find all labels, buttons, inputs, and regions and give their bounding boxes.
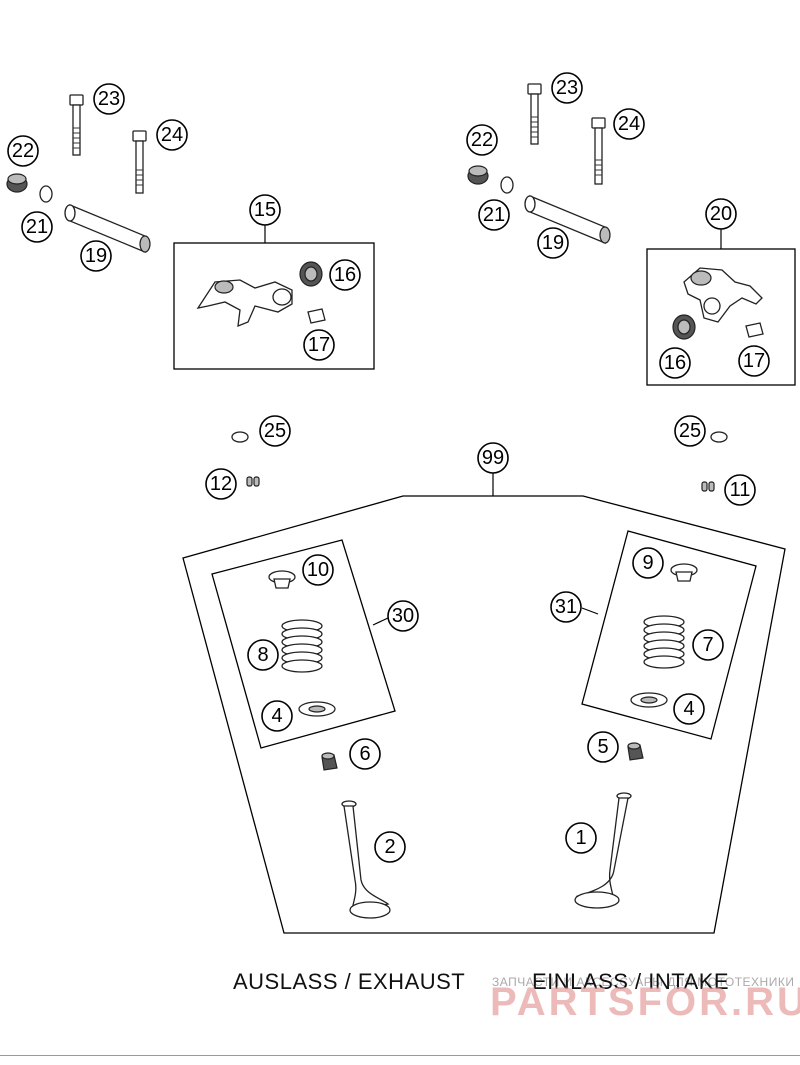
callout-7: 7 <box>692 629 724 661</box>
callout-19-left: 19 <box>80 240 112 272</box>
callout-12: 12 <box>205 468 237 500</box>
keepers-11 <box>701 481 715 492</box>
callout-4-left: 4 <box>261 700 293 732</box>
valve-seal-5 <box>627 742 644 761</box>
svg-text:21: 21 <box>483 204 505 226</box>
callout-24-right: 24 <box>613 108 645 140</box>
svg-text:24: 24 <box>618 113 640 135</box>
callout-23-right: 23 <box>551 72 583 104</box>
svg-text:22: 22 <box>12 140 34 162</box>
callout-25-right: 25 <box>674 415 706 447</box>
bottom-rule <box>0 1055 800 1056</box>
svg-text:15: 15 <box>254 199 276 221</box>
svg-text:1: 1 <box>575 827 586 849</box>
svg-text:23: 23 <box>556 77 578 99</box>
callout-17-left: 17 <box>303 329 335 361</box>
valve-kit-frame-99 <box>182 473 786 934</box>
svg-text:16: 16 <box>334 264 356 286</box>
callout-4-right: 4 <box>673 693 705 725</box>
svg-text:17: 17 <box>308 334 330 356</box>
svg-text:10: 10 <box>307 559 329 581</box>
plug-22-right <box>467 165 489 185</box>
svg-text:11: 11 <box>730 479 751 501</box>
callout-16-left: 16 <box>329 259 361 291</box>
svg-text:30: 30 <box>392 605 414 627</box>
intake-label: EINLASS / INTAKE <box>532 969 729 994</box>
callout-31: 31 <box>550 591 582 623</box>
spring-set-box-31 <box>581 530 757 740</box>
plug-22-left <box>6 173 28 193</box>
svg-text:4: 4 <box>683 698 694 720</box>
bolt-23-left <box>69 94 84 156</box>
svg-text:20: 20 <box>710 203 732 225</box>
svg-text:4: 4 <box>271 705 282 727</box>
watermark-tagline: ЗАПЧАСТИ И АКСЕССУАРЫ ДЛЯ МОТОТЕХНИКИ <box>492 975 794 989</box>
callout-22-left: 22 <box>7 135 39 167</box>
callout-22-right: 22 <box>466 124 498 156</box>
svg-text:6: 6 <box>359 743 370 765</box>
svg-text:31: 31 <box>555 596 577 618</box>
callout-10: 10 <box>302 554 334 586</box>
svg-text:25: 25 <box>264 420 286 442</box>
callout-8: 8 <box>247 639 279 671</box>
shim-25-left <box>231 431 249 443</box>
svg-text:19: 19 <box>85 245 107 267</box>
callout-30: 30 <box>387 600 419 632</box>
callout-19-right: 19 <box>537 227 569 259</box>
svg-text:9: 9 <box>642 552 653 574</box>
callout-23-left: 23 <box>93 83 125 115</box>
callout-1: 1 <box>565 822 597 854</box>
intake-valve-1 <box>574 792 632 909</box>
rocker-shaft-19-right <box>524 195 611 244</box>
svg-text:19: 19 <box>542 232 564 254</box>
callout-5: 5 <box>587 731 619 763</box>
rocker-shaft-19-left <box>64 204 151 253</box>
callout-15: 15 <box>249 194 281 226</box>
bolt-24-left <box>132 130 147 194</box>
svg-text:24: 24 <box>161 124 183 146</box>
callout-2: 2 <box>374 831 406 863</box>
svg-text:22: 22 <box>471 129 493 151</box>
callout-24-left: 24 <box>156 119 188 151</box>
exhaust-label: AUSLASS / EXHAUST <box>233 969 465 994</box>
svg-text:21: 21 <box>26 216 48 238</box>
o-ring-21-right <box>500 176 514 194</box>
callout-17-right: 17 <box>738 345 770 377</box>
rocker-arm-box-20 <box>646 229 796 386</box>
svg-text:7: 7 <box>702 634 713 656</box>
valve-seal-6 <box>321 752 338 771</box>
callout-9: 9 <box>632 547 664 579</box>
svg-text:25: 25 <box>679 420 701 442</box>
callout-21-right: 21 <box>478 199 510 231</box>
svg-text:16: 16 <box>664 352 686 374</box>
svg-text:17: 17 <box>743 350 765 372</box>
callout-25-left: 25 <box>259 415 291 447</box>
callout-20: 20 <box>705 198 737 230</box>
svg-text:23: 23 <box>98 88 120 110</box>
exhaust-valve-2 <box>341 800 391 919</box>
callout-99: 99 <box>477 442 509 474</box>
callout-16-right: 16 <box>659 347 691 379</box>
o-ring-21-left <box>39 185 53 203</box>
rocker-arm-box-15 <box>173 225 375 370</box>
svg-text:5: 5 <box>597 736 608 758</box>
spring-set-box-30 <box>211 539 396 749</box>
svg-text:12: 12 <box>210 473 232 495</box>
watermark-logo: PARTSFOR.RU <box>490 980 800 1024</box>
svg-text:99: 99 <box>482 447 504 469</box>
callout-21-left: 21 <box>21 211 53 243</box>
svg-text:2: 2 <box>384 836 395 858</box>
keepers-12 <box>246 476 260 487</box>
svg-text:8: 8 <box>257 644 268 666</box>
bolt-23-right <box>527 83 542 145</box>
callout-11: 11 <box>724 474 756 506</box>
bolt-24-right <box>591 117 606 185</box>
callout-6: 6 <box>349 738 381 770</box>
shim-25-right <box>710 431 728 443</box>
